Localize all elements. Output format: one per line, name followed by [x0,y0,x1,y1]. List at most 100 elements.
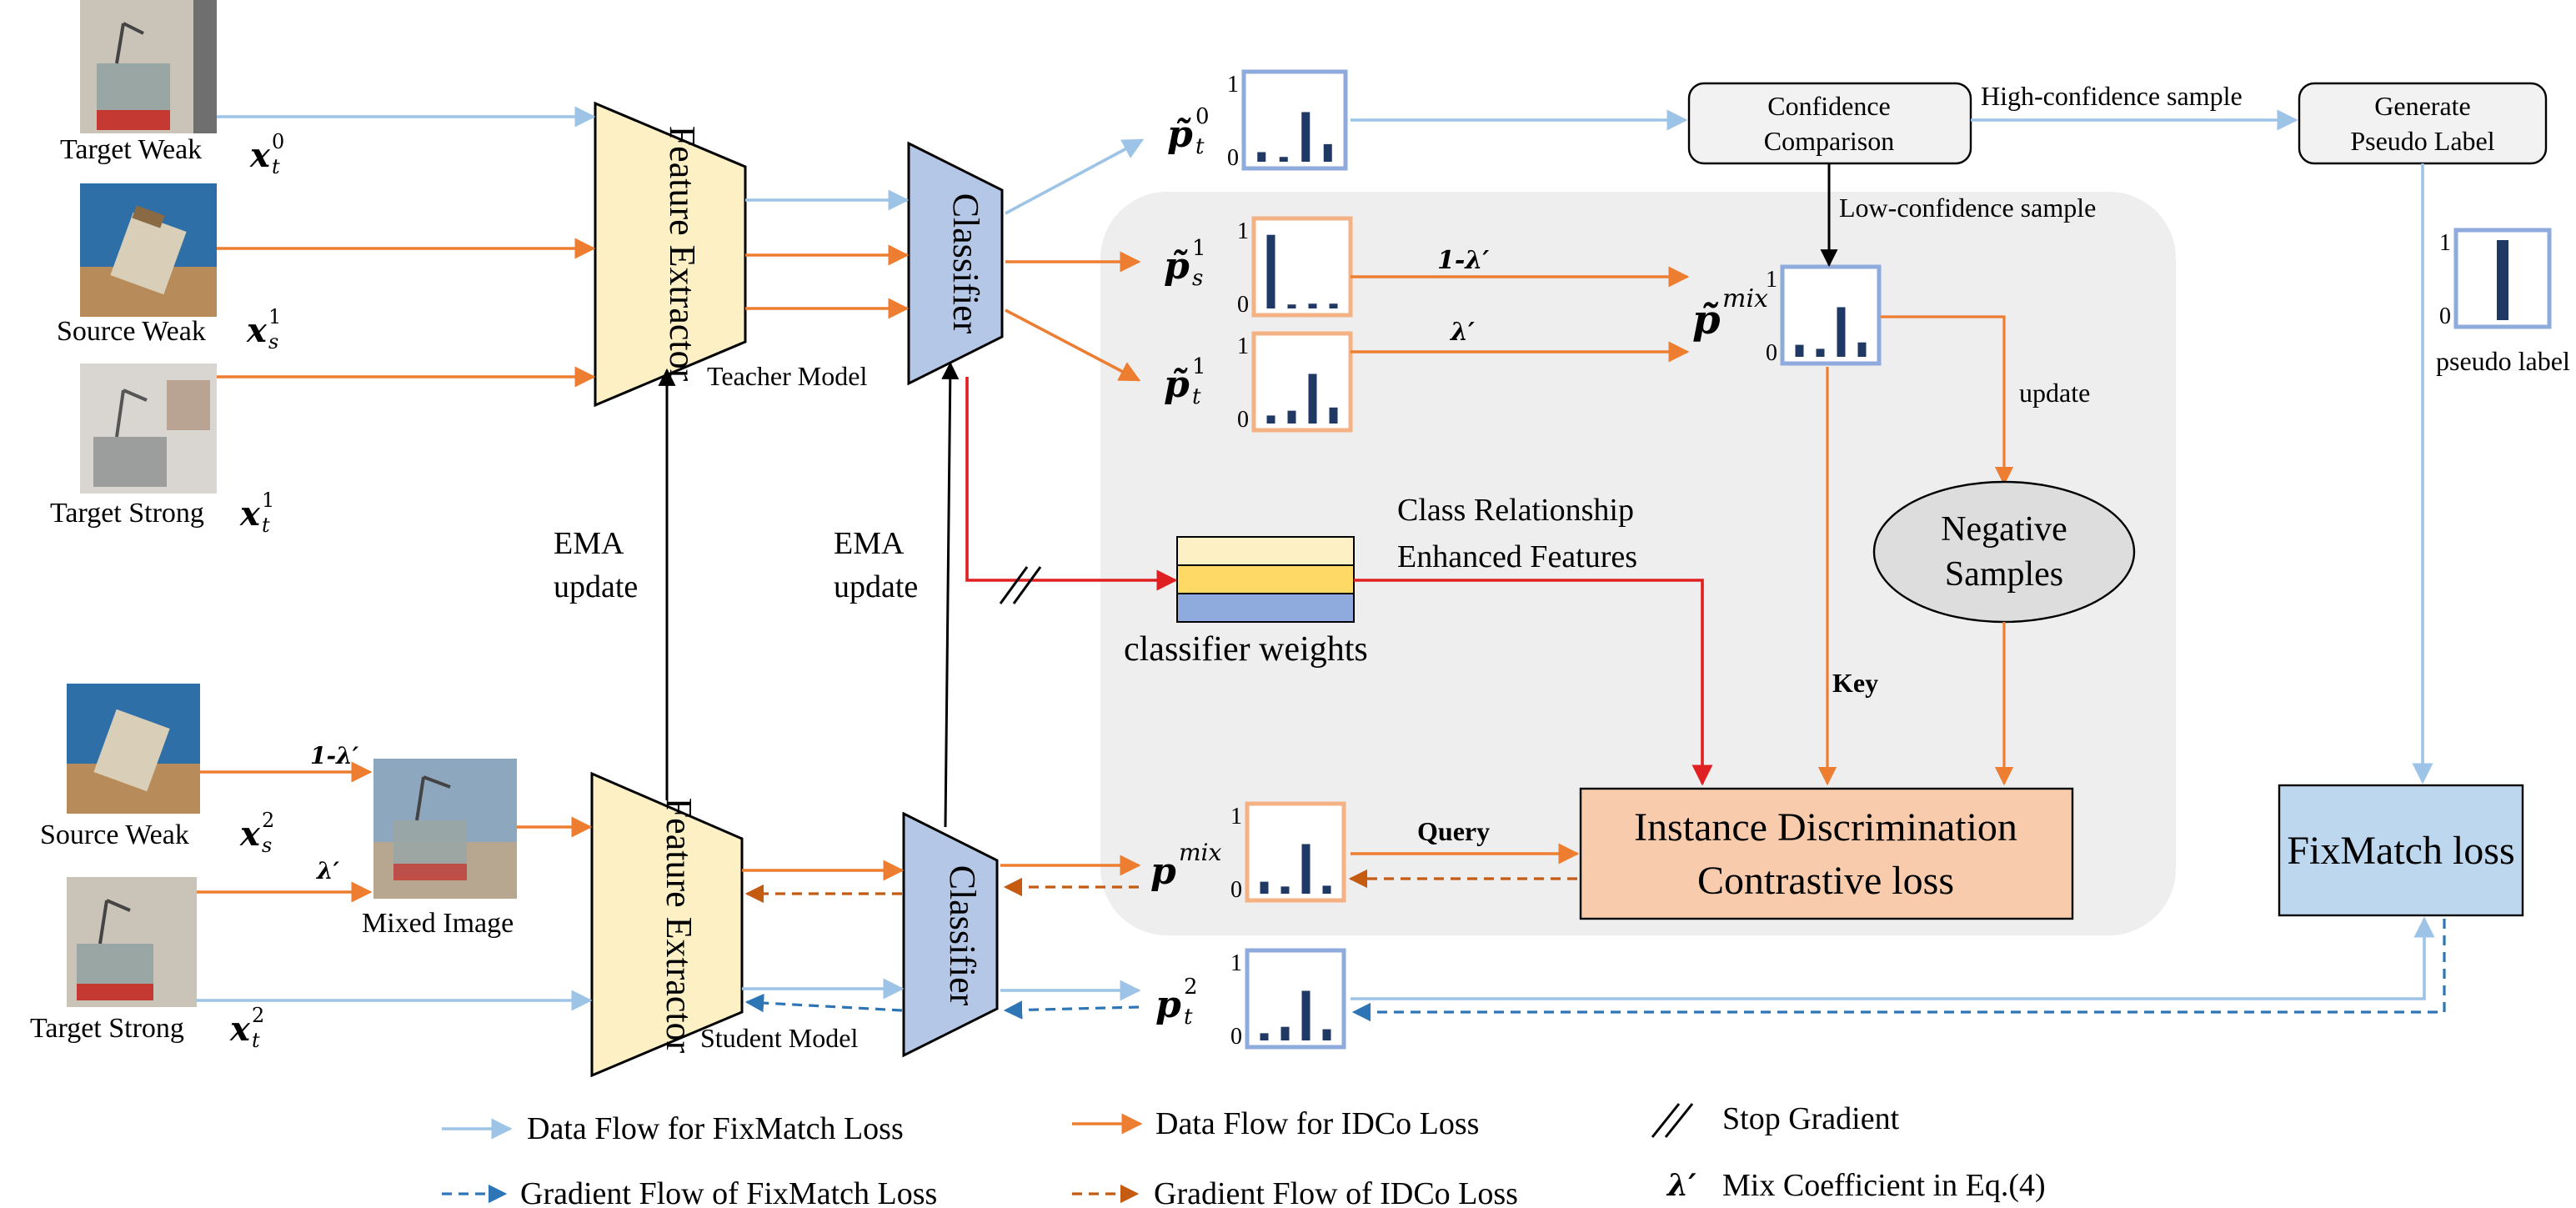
legend-stop-gradient-mark-2 [1664,1103,1694,1138]
legend: Data Flow for FixMatch Loss Data Flow fo… [442,1101,2046,1208]
histogram-bar-pt2-2 [1301,990,1311,1040]
ema-arrow-classifier [941,361,960,828]
label-source-weak-top: Source Weak [57,316,206,347]
svg-text:x: x [229,1010,251,1049]
pred-label-pt2: p 2 t [1155,975,1198,1030]
label-mixed-image: Mixed Image [362,908,514,939]
histogram-bar-ps1-1 [1287,304,1296,308]
update-label: update [2019,378,2090,408]
histogram-bar-ps1-2 [1308,303,1317,308]
histogram-bar-pt2-1 [1280,1026,1290,1040]
fixmatch-loss-box [2278,784,2524,917]
teacher-feature-extractor-label: Feature Extractor [662,126,703,382]
flow-weights-to-loss [1354,579,1713,786]
thumb-target-weak-top [80,0,217,133]
label-target-strong-top: Target Strong [50,498,204,529]
svg-text:1: 1 [1192,236,1206,261]
histogram-axis-top-pmix-tilde: 1 [1766,267,1777,293]
pred-label-pt1: p̃ 1 t [1164,354,1206,409]
thumb-source-weak-bottom [67,684,200,814]
svg-text:t: t [272,155,280,178]
svg-text:t: t [262,514,270,537]
histogram-axis-bottom-pt1: 0 [1237,407,1249,433]
contrastive-line1: Instance Discrimination [1634,805,2017,850]
pred-label-pmix: p mix [1150,839,1222,893]
legend-stop-gradient: Stop Gradient [1722,1101,1900,1136]
thumb-mixed-image [373,759,517,899]
pred-label-pt0: p̃ 0 t [1167,104,1210,159]
class-relationship-line2: Enhanced Features [1397,539,1637,574]
histogram-axis-bottom-pmix: 0 [1230,877,1242,903]
histogram-bar-pt0-2 [1301,112,1311,162]
histogram-axis-top-pt0: 1 [1227,72,1239,98]
svg-text:s: s [1192,266,1203,291]
legend-idco-data: Data Flow for IDCo Loss [1155,1106,1479,1141]
svg-text:1: 1 [268,305,281,328]
svg-text:1: 1 [262,489,274,512]
histogram-bar-pseudo-0 [2497,240,2508,320]
histogram-axis-bottom-pt2: 0 [1230,1024,1242,1050]
histogram-bar-pmix-0 [1260,881,1269,894]
label-source-weak-bottom: Source Weak [40,820,189,850]
histogram-axis-top-pseudo: 1 [2439,230,2451,256]
histogram-axis-top-pt2: 1 [1230,950,1242,976]
sym-x-t0: x 0 t [249,130,284,178]
grad-fixmatch-to-pt2 [1351,919,2446,1022]
high-confidence-label: High-confidence sample [1981,81,2243,111]
histogram-pt1: 10 [1237,331,1353,433]
histogram-bar-pt0-3 [1323,143,1332,162]
negative-samples [1872,480,2136,624]
contrastive-loss-box [1579,787,2074,920]
histogram-bar-pt1-3 [1329,407,1338,424]
confidence-line1: Confidence [1767,91,1891,121]
histogram-axis-bottom-pmix-tilde: 0 [1766,340,1777,366]
legend-idco-grad: Gradient Flow of IDCo Loss [1154,1176,1518,1208]
histogram-pseudo-label: 10 [2439,228,2552,329]
histogram-axis-top-pt1: 1 [1237,333,1249,359]
histogram-bar-pmix-3 [1322,885,1331,894]
classifier-weights-row-3 [1176,593,1355,623]
histogram-axis-bottom-pt0: 0 [1227,145,1239,171]
histogram-axis-top-ps1: 1 [1237,218,1249,244]
histogram-axis-bottom-pseudo: 0 [2439,303,2451,329]
svg-text:2: 2 [1184,975,1198,1000]
student-classifier-label: Classifier [942,865,983,1006]
pred-label-ps1: p̃ 1 s [1164,236,1206,291]
thumb-source-weak-top [80,183,217,317]
svg-text:0: 0 [272,130,284,153]
classifier-weights-row-1 [1176,536,1355,566]
histogram-bar-pt2-3 [1322,1029,1331,1040]
pseudo-label-caption: pseudo label [2436,346,2570,376]
idco-panel [1100,192,2176,935]
histogram-bar-pt1-0 [1266,415,1275,424]
fixmatch-loss-label: FixMatch loss [2287,829,2514,873]
sym-x-s1: x 1 s [246,305,281,353]
histogram-axis-top-pmix: 1 [1230,804,1242,830]
flow-cls-to-pt1 [1005,308,1141,382]
svg-text:p̃: p̃ [1167,113,1193,156]
histogram-bar-pmix-tilde-3 [1857,342,1867,357]
svg-text:p: p [1155,984,1181,1026]
svg-text:2: 2 [262,809,274,832]
legend-lambda-symbol: λ′ [1666,1168,1696,1203]
svg-text:mix: mix [1179,839,1222,866]
histogram-bar-pt1-2 [1308,373,1317,424]
flow-update-negative [1881,315,2014,486]
thumb-target-strong-bottom [67,877,197,1007]
stop-gradient-mark-2 [1012,566,1042,604]
svg-text:p: p [1150,850,1176,893]
ema-label-1: EMA [554,526,624,561]
histogram-bar-pmix-tilde-1 [1816,348,1825,357]
classifier-weights-row-2 [1176,564,1355,594]
grad-scls-sfe-fm [744,993,903,1013]
svg-text:p̃: p̃ [1164,363,1190,406]
svg-text:t: t [252,1029,260,1052]
histogram-bar-pmix-tilde-2 [1837,307,1846,357]
grad-pt2-to-scls [1003,1000,1140,1020]
ema-label-2: EMA [834,526,905,561]
confidence-line2: Comparison [1764,126,1894,156]
key-label: Key [1832,668,1878,698]
